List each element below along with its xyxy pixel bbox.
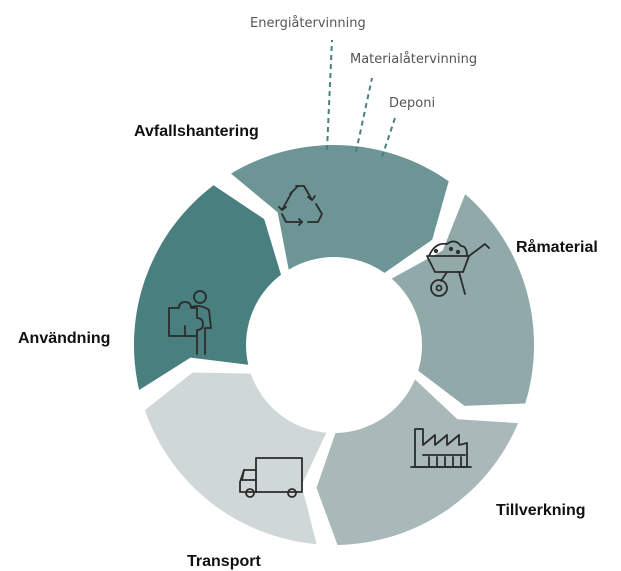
segment-transport [316,379,519,545]
label-transport: Transport [187,553,261,570]
segment-avfallshantering [133,185,281,390]
dash-line-deponi [381,114,397,158]
label-anvandning: Användning [18,330,110,347]
dash-line-energiatervinning [326,39,333,151]
person-puzzle-icon [168,290,212,355]
output-label-deponi: Deponi [389,96,435,111]
ring-segments [133,145,535,545]
wheelbarrow-icon [426,240,490,297]
output-label-energiatervinning: Energiåtervinning [250,16,366,31]
segment-tillverkning [391,194,535,406]
segment-ramaterial [231,145,449,273]
label-ramaterial: Råmaterial [516,238,598,256]
output-lines [326,39,397,158]
label-tillverkning: Tillverkning [496,502,586,519]
label-avfallshantering: Avfallshantering [134,123,259,140]
dash-line-materialatervinning [355,77,373,153]
truck-icon [239,457,303,498]
recycle-icon [278,185,323,226]
segment-anvandning [144,372,327,545]
factory-icon [410,428,472,468]
output-label-materialatervinning: Materialåtervinning [350,52,477,67]
